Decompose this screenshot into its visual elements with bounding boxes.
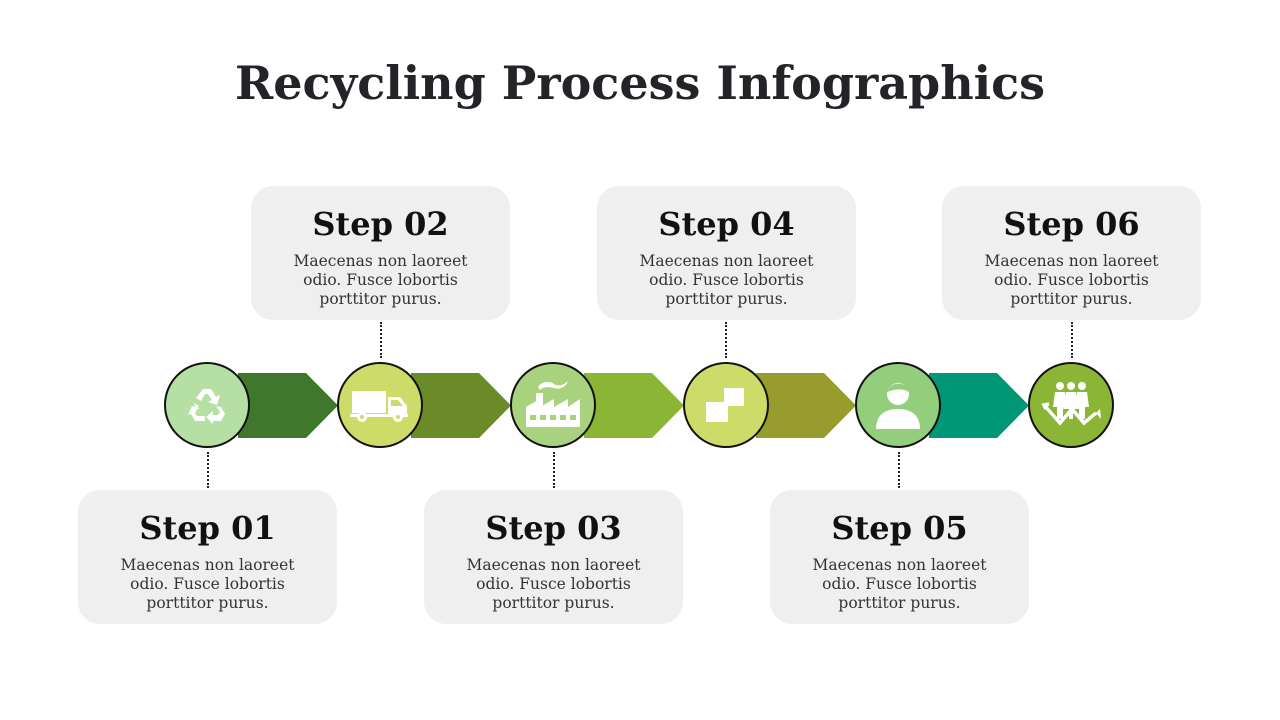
step-05-box: Step 05 Maecenas non laoreet odio. Fusce…	[770, 490, 1029, 624]
squares-icon	[706, 388, 744, 422]
connector-step-02	[380, 322, 382, 358]
step-06-box: Step 06 Maecenas non laoreet odio. Fusce…	[942, 186, 1201, 320]
step-04-circle	[683, 362, 769, 448]
step-02-label: Step 02	[312, 205, 449, 243]
step-05-text: Maecenas non laoreet odio. Fusce loborti…	[812, 556, 987, 612]
step-01-circle	[164, 362, 250, 448]
step-03-label: Step 03	[485, 509, 622, 547]
arrow-step-04	[756, 373, 856, 438]
connector-step-01	[207, 452, 209, 488]
connector-step-03	[553, 452, 555, 488]
step-01-text: Maecenas non laoreet odio. Fusce loborti…	[120, 556, 295, 612]
step-04-box: Step 04 Maecenas non laoreet odio. Fusce…	[597, 186, 856, 320]
truck-icon	[350, 391, 408, 422]
step-04-label: Step 04	[658, 205, 795, 243]
step-05-circle	[855, 362, 941, 448]
connector-step-04	[725, 322, 727, 358]
arrow-step-03	[584, 373, 684, 438]
step-06-circle	[1028, 362, 1114, 448]
recycle-icon	[188, 389, 225, 424]
step-02-circle	[337, 362, 423, 448]
step-05-label: Step 05	[831, 509, 968, 547]
connector-step-05	[898, 452, 900, 488]
people-growth-icon	[1041, 382, 1101, 426]
page-title: Recycling Process Infographics	[234, 56, 1046, 110]
arrow-step-02	[411, 373, 511, 438]
step-02-box: Step 02 Maecenas non laoreet odio. Fusce…	[251, 186, 510, 320]
connector-step-06	[1071, 322, 1073, 358]
step-06-text: Maecenas non laoreet odio. Fusce loborti…	[984, 252, 1159, 308]
step-01-label: Step 01	[139, 509, 276, 547]
step-02-text: Maecenas non laoreet odio. Fusce loborti…	[293, 252, 468, 308]
step-03-box: Step 03 Maecenas non laoreet odio. Fusce…	[424, 490, 683, 624]
arrow-step-05	[929, 373, 1029, 438]
step-03-text: Maecenas non laoreet odio. Fusce loborti…	[466, 556, 641, 612]
step-03-circle	[510, 362, 596, 448]
factory-icon	[526, 381, 580, 427]
person-icon	[876, 383, 920, 429]
step-04-text: Maecenas non laoreet odio. Fusce loborti…	[639, 252, 814, 308]
step-01-box: Step 01 Maecenas non laoreet odio. Fusce…	[78, 490, 337, 624]
arrow-step-01	[238, 373, 338, 438]
step-06-label: Step 06	[1003, 205, 1140, 243]
